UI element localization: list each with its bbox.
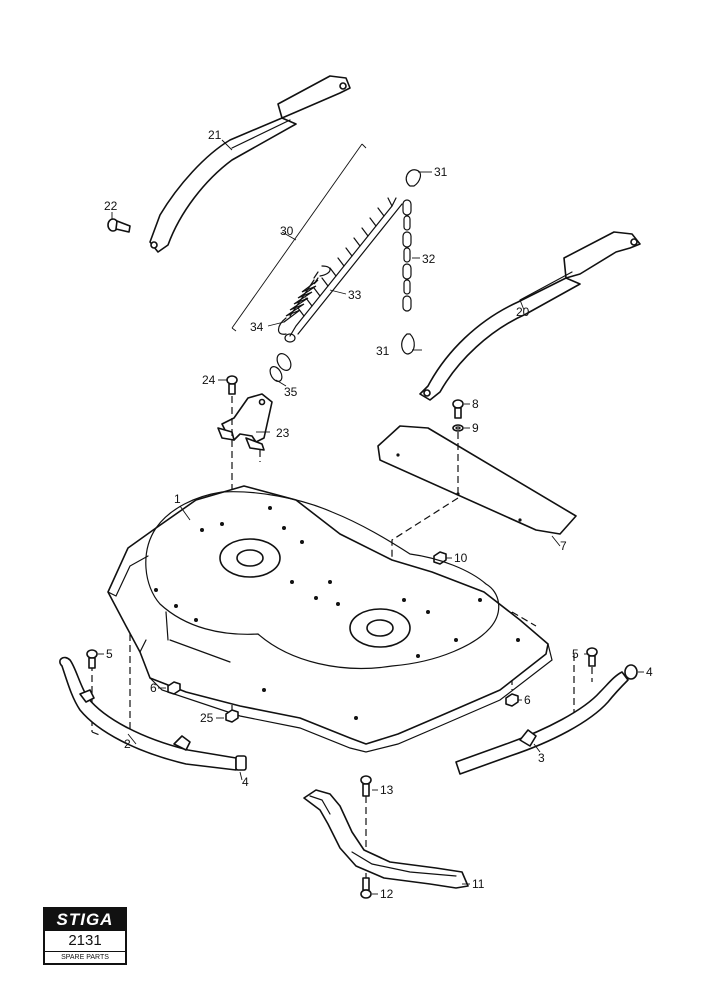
callout-21: 21 [208, 128, 222, 142]
part-4-wheel-left[interactable] [235, 755, 247, 771]
part-34-tension-spring[interactable] [277, 265, 331, 335]
part-5-bolt-right[interactable] [586, 647, 598, 667]
callout-31-bottom: 31 [376, 344, 390, 358]
part-11-lower-bracket[interactable] [303, 789, 469, 889]
part-9-washer[interactable] [452, 424, 464, 432]
callout-35: 35 [284, 385, 298, 399]
callout-13: 13 [380, 783, 394, 797]
part-24-bolt[interactable] [226, 375, 238, 395]
part-5-bolt-left[interactable] [86, 649, 98, 669]
part-7-shield-plate[interactable] [377, 425, 577, 535]
part-31-bottom-hook[interactable] [401, 333, 415, 355]
callout-1: 1 [174, 492, 181, 506]
part-23-bracket[interactable] [217, 393, 273, 451]
callout-23: 23 [276, 426, 290, 440]
callout-11: 11 [472, 877, 485, 891]
part-22-bolt[interactable] [107, 218, 131, 233]
callout-2: 2 [124, 737, 131, 751]
callout-30: 30 [280, 224, 294, 238]
callout-25: 25 [200, 711, 214, 725]
callout-3: 3 [538, 751, 545, 765]
callout-22: 22 [104, 199, 118, 213]
part-13-bolt[interactable] [360, 775, 372, 797]
callout-9: 9 [472, 421, 479, 435]
callout-7: 7 [560, 539, 567, 553]
callout-33: 33 [348, 288, 362, 302]
part-31-top-hook[interactable] [405, 169, 422, 187]
callout-labels: 21 22 30 31 32 33 34 31 35 20 24 23 8 9 … [104, 128, 653, 901]
part-8-bolt[interactable] [452, 399, 464, 419]
part-6-nut-right[interactable] [505, 693, 519, 707]
diagram-number: 2131 [68, 932, 102, 949]
part-35-ring[interactable] [268, 351, 294, 383]
callout-8: 8 [472, 397, 479, 411]
callout-5-left: 5 [106, 647, 113, 661]
part-2-roller-bar[interactable] [59, 656, 237, 771]
part-4-wheel-right[interactable] [624, 664, 638, 680]
part-20-lift-arm[interactable] [419, 231, 641, 401]
stiga-logo: STIGA [45, 909, 125, 931]
part-25-nut[interactable] [225, 709, 239, 723]
callout-32: 32 [422, 252, 436, 266]
callout-6-right: 6 [524, 693, 531, 707]
callout-4-left: 4 [242, 775, 249, 789]
callout-24: 24 [202, 373, 216, 387]
callout-34: 34 [250, 320, 264, 334]
part-30-spring-assembly-bracket [231, 143, 367, 332]
callout-10: 10 [454, 551, 468, 565]
callout-20: 20 [516, 305, 530, 319]
part-33-chain[interactable] [284, 197, 403, 343]
leader-lines [98, 139, 644, 895]
callout-5-right: 5 [572, 647, 579, 661]
part-3-roller-bar[interactable] [455, 671, 629, 775]
callout-4-right: 4 [646, 665, 653, 679]
stiga-logo-badge: STIGA 2131 SPARE PARTS [43, 907, 127, 965]
part-21-lift-arm[interactable] [149, 75, 351, 253]
callout-12: 12 [380, 887, 394, 901]
callout-6-left: 6 [150, 681, 157, 695]
part-6-nut-left[interactable] [167, 681, 181, 695]
part-32-chain[interactable] [402, 199, 412, 312]
callout-31-top: 31 [434, 165, 448, 179]
part-1-mower-deck[interactable] [107, 485, 553, 753]
part-12-bolt[interactable] [360, 877, 372, 899]
spare-parts-label: SPARE PARTS [45, 951, 125, 964]
